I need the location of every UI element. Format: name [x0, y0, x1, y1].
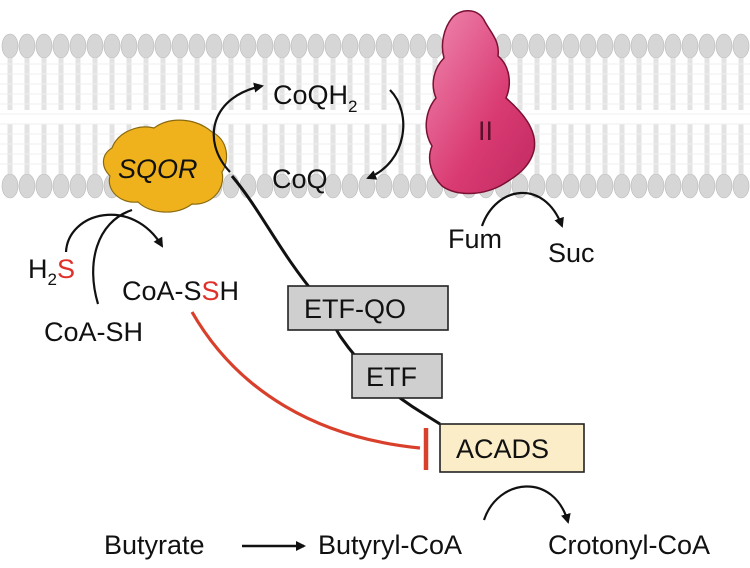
lipid-head: [732, 173, 750, 199]
lipid-head: [630, 173, 648, 199]
lipid-head: [409, 33, 427, 59]
q-cycle-left-arrow: [212, 82, 264, 173]
lipid-head: [647, 33, 665, 59]
lipid-head: [664, 173, 682, 199]
lipid-head: [562, 33, 580, 59]
lipid-head: [35, 33, 53, 59]
lipid-head: [392, 33, 410, 59]
lipid-head: [256, 173, 274, 199]
etf-label: ETF: [366, 362, 417, 392]
lipid-head: [681, 173, 699, 199]
lipid-head: [358, 173, 376, 199]
lipid-head: [375, 33, 393, 59]
lipid-head: [562, 173, 580, 199]
lipid-head: [18, 173, 36, 199]
sqor-label: SQOR: [118, 154, 198, 184]
q-cycle-right-arrow: [366, 89, 405, 180]
inhibition-line: [190, 311, 421, 450]
lipid-head: [256, 33, 274, 59]
membrane-bilayer: [0, 33, 750, 199]
etf-box: [351, 353, 443, 399]
lipid-head: [222, 33, 240, 59]
lipid-head: [86, 33, 104, 59]
lipid-head: [341, 33, 359, 59]
coa-sh-label: CoA-SH: [44, 317, 143, 347]
lipid-head: [120, 33, 138, 59]
complex-ii-label: II: [478, 116, 493, 146]
lipid-head: [86, 173, 104, 199]
lipid-head: [698, 173, 716, 199]
lipid-head: [205, 33, 223, 59]
lipid-head: [273, 33, 291, 59]
acads-reaction-arrow: [482, 485, 571, 524]
lipid-head: [52, 173, 70, 199]
h2s-oxidation-arrow: [64, 213, 164, 253]
acads-box: [439, 423, 585, 473]
lipid-head: [426, 33, 444, 59]
butyryl-coa-label: Butyryl-CoA: [318, 530, 462, 560]
lipid-head: [358, 33, 376, 59]
lipid-head: [290, 33, 308, 59]
lipid-head: [409, 173, 427, 199]
lipid-head: [392, 173, 410, 199]
coq-label: CoQ: [272, 164, 328, 194]
lipid-head: [222, 173, 240, 199]
lipid-head: [1, 173, 19, 199]
lipid-head: [545, 173, 563, 199]
lipid-head: [715, 33, 733, 59]
lipid-head: [613, 33, 631, 59]
lipid-head: [596, 33, 614, 59]
lipid-head: [239, 173, 257, 199]
lipid-head: [630, 33, 648, 59]
lipid-head: [188, 33, 206, 59]
etf-qo-label: ETF-QO: [304, 294, 406, 324]
lipid-head: [154, 33, 172, 59]
lipid-head: [341, 173, 359, 199]
lipid-head: [698, 33, 716, 59]
suc-label: Suc: [548, 238, 595, 268]
fum-label: Fum: [448, 224, 502, 254]
lipid-head: [137, 33, 155, 59]
lipid-head: [732, 33, 750, 59]
lipid-head: [664, 33, 682, 59]
h2s-label: H2S: [28, 254, 75, 289]
lipid-head: [579, 33, 597, 59]
sqor-shape: [102, 119, 228, 213]
lipid-head: [52, 33, 70, 59]
lipid-head: [528, 33, 546, 59]
lipid-head: [239, 33, 257, 59]
coash-arrow: [92, 208, 133, 305]
acads-label: ACADS: [456, 434, 549, 464]
fum-suc-arrow: [480, 191, 564, 228]
coa-ssh-label: CoA-SSH: [122, 276, 239, 306]
lipid-head: [545, 33, 563, 59]
lipid-head: [375, 173, 393, 199]
lipid-head: [681, 33, 699, 59]
lipid-head: [103, 33, 121, 59]
lipid-head: [324, 33, 342, 59]
lipid-head: [613, 173, 631, 199]
coqh2-label: CoQH2: [273, 80, 357, 116]
complex-ii-shape: [425, 10, 536, 195]
lipid-head: [307, 33, 325, 59]
lipid-head: [69, 173, 87, 199]
lipid-head: [69, 33, 87, 59]
lipid-head: [715, 173, 733, 199]
lipid-head: [171, 33, 189, 59]
lipid-head: [35, 173, 53, 199]
butyrate-label: Butyrate: [104, 530, 205, 560]
lipid-head: [596, 173, 614, 199]
lipid-head: [511, 33, 529, 59]
crotonyl-coa-label: Crotonyl-CoA: [548, 530, 710, 560]
etf-qo-box: [287, 285, 449, 331]
lipid-head: [1, 33, 19, 59]
lipid-head: [647, 173, 665, 199]
lipid-head: [18, 33, 36, 59]
lipid-head: [579, 173, 597, 199]
